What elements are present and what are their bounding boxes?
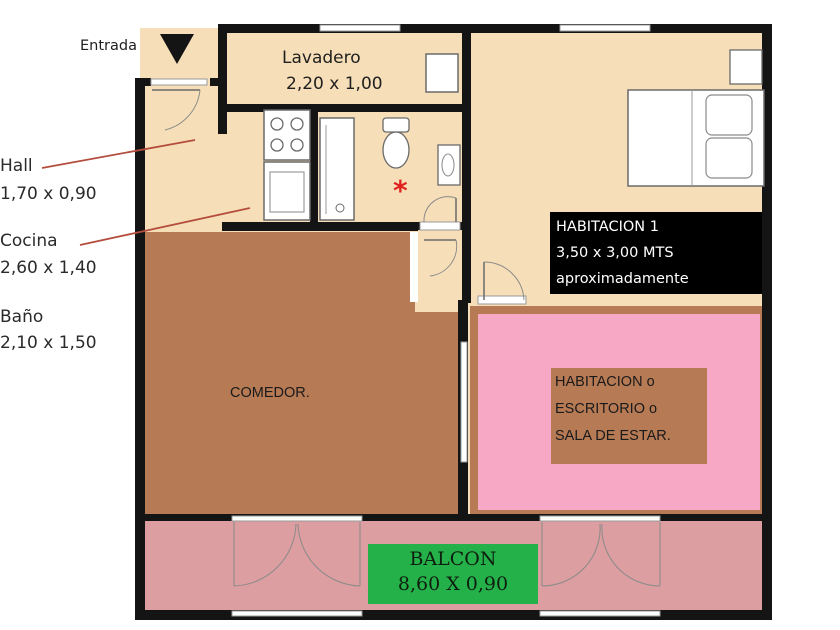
bottom-windows <box>231 515 661 617</box>
habitacion-1-size: 3,50 x 3,00 MTS <box>556 245 674 261</box>
bano-name: Baño <box>0 307 44 327</box>
cocina-name: Cocina <box>0 231 58 251</box>
habitacion-2-line-3: SALA DE ESTAR. <box>555 428 671 444</box>
cocina-leader-line <box>79 207 251 246</box>
comedor-area-lower <box>410 312 460 516</box>
bed-icon <box>627 89 765 187</box>
comedor-opening <box>410 232 418 302</box>
comedor-area <box>145 232 415 516</box>
top-windows <box>319 24 651 32</box>
entrance-label: Entrada <box>80 38 137 54</box>
hall-size: 1,70 x 0,90 <box>0 184 97 204</box>
balcon-name: BALCON <box>409 548 497 570</box>
bathroom-door <box>419 196 461 231</box>
exterior-walls <box>135 24 772 620</box>
shower-icon <box>319 117 355 221</box>
lavadero-name: Lavadero <box>282 48 361 68</box>
habitacion-2-label-box <box>551 368 707 464</box>
bathroom-sink-icon <box>437 144 461 186</box>
toilet-icon <box>382 117 410 169</box>
lavadero-size: 2,20 x 1,00 <box>286 74 383 94</box>
habitacion-1-note: aproximadamente <box>556 271 689 287</box>
hall-leader-line <box>41 139 196 169</box>
entrance-door <box>150 78 208 131</box>
balcony-door-left <box>233 522 361 587</box>
balcony-door-right <box>541 522 661 587</box>
cocina-size: 2,60 x 1,40 <box>0 258 97 278</box>
habitacion-1-label-box <box>550 212 768 294</box>
hallway-opening <box>418 232 460 298</box>
entrance-arrow-icon <box>160 34 194 64</box>
kitchen-sink-icon <box>263 161 311 221</box>
kitchen-appliances <box>263 109 311 221</box>
bano-size: 2,10 x 1,50 <box>0 333 97 353</box>
balcon-label-box <box>368 544 538 604</box>
stove-icon <box>263 109 311 161</box>
habitacion-2-line-1: HABITACION o <box>555 374 655 390</box>
habitacion-1-title: HABITACION 1 <box>556 219 659 235</box>
lavadero-sink-icon <box>425 53 459 93</box>
comedor-label: COMEDOR. <box>230 385 310 401</box>
comedor-side-window <box>460 341 468 463</box>
hall-name: Hall <box>0 156 33 176</box>
balcon-size: 8,60 X 0,90 <box>397 573 509 595</box>
hallway-door <box>424 239 458 277</box>
habitacion-2-line-2: ESCRITORIO o <box>555 401 658 417</box>
nightstand-icon <box>729 49 763 85</box>
bedroom-1-door <box>477 261 527 305</box>
bathroom-marker: * <box>393 174 408 207</box>
